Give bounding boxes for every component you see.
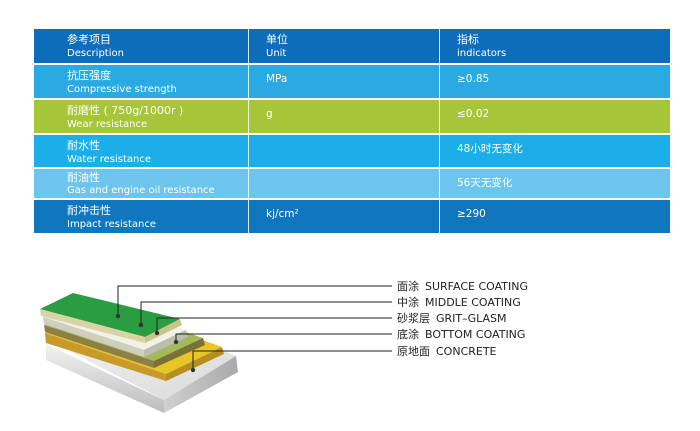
leader-dots [115, 313, 196, 373]
header-description-en: Description [67, 48, 124, 59]
header-indicators-en: indicators [457, 48, 507, 59]
table-row: 耐水性 Water resistance 48小时无变化 [34, 135, 670, 169]
row-indicator: ≥290 [440, 200, 670, 233]
label-bottom-coating: 底涂 BOTTOM COATING [397, 328, 525, 341]
label-middle-coating-en: MIDDLE COATING [425, 296, 521, 309]
row-description-en: Wear resistance [67, 119, 148, 130]
row-description-zh: 耐油性 [67, 171, 100, 184]
header-unit: 单位 Unit [249, 29, 440, 63]
row-unit [249, 135, 440, 167]
spec-table: 参考项目 Description 单位 Unit 指标 indicators 抗… [34, 29, 670, 233]
label-bottom-coating-zh: 底涂 [397, 328, 419, 341]
label-concrete: 原地面 CONCRETE [397, 345, 497, 358]
label-middle-coating-zh: 中涂 [397, 296, 419, 309]
leader-lines [117, 285, 392, 370]
row-indicator-value: 48小时无变化 [457, 143, 523, 155]
row-description: 耐磨性 ( 750g/1000r ) Wear resistance [34, 100, 249, 133]
table-header-row: 参考项目 Description 单位 Unit 指标 indicators [34, 29, 670, 65]
row-description: 耐水性 Water resistance [34, 135, 249, 167]
row-indicator: 56天无变化 [440, 169, 670, 198]
row-unit-value: g [266, 108, 273, 120]
table-row: 耐油性 Gas and engine oil resistance 56天无变化 [34, 169, 670, 200]
row-indicator-value: ≤0.02 [457, 108, 490, 120]
row-indicator-value: 56天无变化 [457, 177, 513, 189]
row-indicator-value: ≥0.85 [457, 73, 490, 85]
row-indicator-value: ≥290 [457, 208, 486, 220]
header-unit-zh: 单位 [266, 33, 288, 46]
label-middle-coating: 中涂 MIDDLE COATING [397, 296, 521, 309]
row-description-zh: 耐冲击性 [67, 204, 111, 217]
label-grit-glasm-en: GRIT–GLASM [436, 312, 507, 325]
row-description-zh: 耐磨性 ( 750g/1000r ) [67, 104, 184, 117]
row-description-en: Water resistance [67, 154, 152, 165]
label-concrete-zh: 原地面 [397, 345, 430, 358]
row-description-en: Compressive strength [67, 84, 177, 95]
row-indicator: 48小时无变化 [440, 135, 670, 167]
header-unit-en: Unit [266, 48, 287, 59]
label-concrete-en: CONCRETE [436, 345, 497, 358]
row-unit: MPa [249, 65, 440, 98]
row-unit: kj/cm² [249, 200, 440, 233]
row-unit: g [249, 100, 440, 133]
row-description: 抗压强度 Compressive strength [34, 65, 249, 98]
layer-surface-coating [40, 293, 182, 343]
row-description-en: Gas and engine oil resistance [67, 185, 215, 196]
row-unit-value: MPa [266, 73, 288, 85]
row-description: 耐油性 Gas and engine oil resistance [34, 169, 249, 198]
table-row: 耐冲击性 Impact resistance kj/cm² ≥290 [34, 200, 670, 233]
label-grit-glasm: 砂浆层 GRIT–GLASM [397, 312, 507, 325]
row-description-zh: 抗压强度 [67, 69, 111, 82]
label-grit-glasm-zh: 砂浆层 [397, 312, 430, 325]
header-description: 参考项目 Description [34, 29, 249, 63]
row-unit [249, 169, 440, 198]
label-surface-coating-zh: 面涂 [397, 280, 419, 293]
table-row: 耐磨性 ( 750g/1000r ) Wear resistance g ≤0.… [34, 100, 670, 135]
row-description-en: Impact resistance [67, 219, 157, 230]
header-indicators-zh: 指标 [457, 33, 479, 46]
row-indicator: ≥0.85 [440, 65, 670, 98]
row-description: 耐冲击性 Impact resistance [34, 200, 249, 233]
row-unit-value: kj/cm² [266, 208, 299, 220]
row-description-zh: 耐水性 [67, 139, 100, 152]
header-description-zh: 参考项目 [67, 33, 111, 46]
label-surface-coating: 面涂 SURFACE COATING [397, 280, 528, 293]
label-surface-coating-en: SURFACE COATING [425, 280, 528, 293]
header-indicators: 指标 indicators [440, 29, 670, 63]
table-row: 抗压强度 Compressive strength MPa ≥0.85 [34, 65, 670, 100]
label-bottom-coating-en: BOTTOM COATING [425, 328, 526, 341]
row-indicator: ≤0.02 [440, 100, 670, 133]
